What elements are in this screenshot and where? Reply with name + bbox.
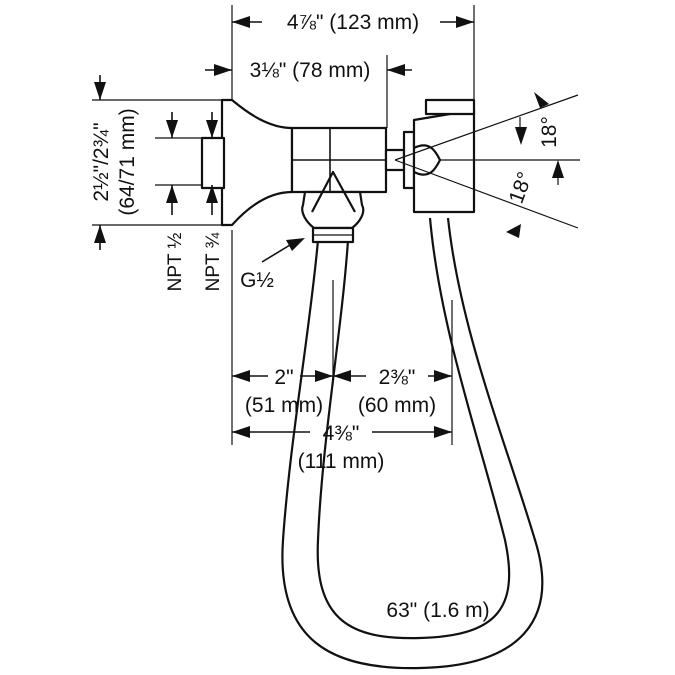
outlet-offset-mm: (51 mm) <box>245 394 323 417</box>
holder-offset-mm: (60 mm) <box>358 394 436 417</box>
valve-body <box>290 126 406 244</box>
total-offset-inch: 4⅜" <box>323 422 360 445</box>
angle-upper-label: 18° <box>538 116 561 148</box>
extension-lines <box>92 5 580 445</box>
shower-holder <box>402 98 476 214</box>
flange-height-label-a: 2½"/2¾" <box>90 122 113 201</box>
outlet-thread-label: G½ <box>240 269 274 292</box>
thread-left-label: NPT ½ <box>165 232 186 291</box>
dimension-labels: 4⅞" (123 mm) 3⅛" (78 mm) 2½"/2¾" (64/71 … <box>90 11 561 622</box>
thread-right-label: NPT ¾ <box>203 231 224 291</box>
dimension-arrows <box>94 16 564 438</box>
angle-lower-label: 18° <box>505 169 537 207</box>
outlet-offset-inch: 2" <box>274 366 293 389</box>
wall-flange <box>200 98 294 227</box>
overall-width-label: 4⅞" (123 mm) <box>287 11 419 34</box>
hose-length-label: 63" (1.6 m) <box>386 599 489 622</box>
flange-height-label-b: (64/71 mm) <box>116 108 139 215</box>
holder-offset-inch: 2⅜" <box>379 366 416 389</box>
total-offset-mm: (111 mm) <box>298 450 385 473</box>
shower-hose <box>281 217 544 670</box>
body-width-label: 3⅛" (78 mm) <box>250 59 371 82</box>
